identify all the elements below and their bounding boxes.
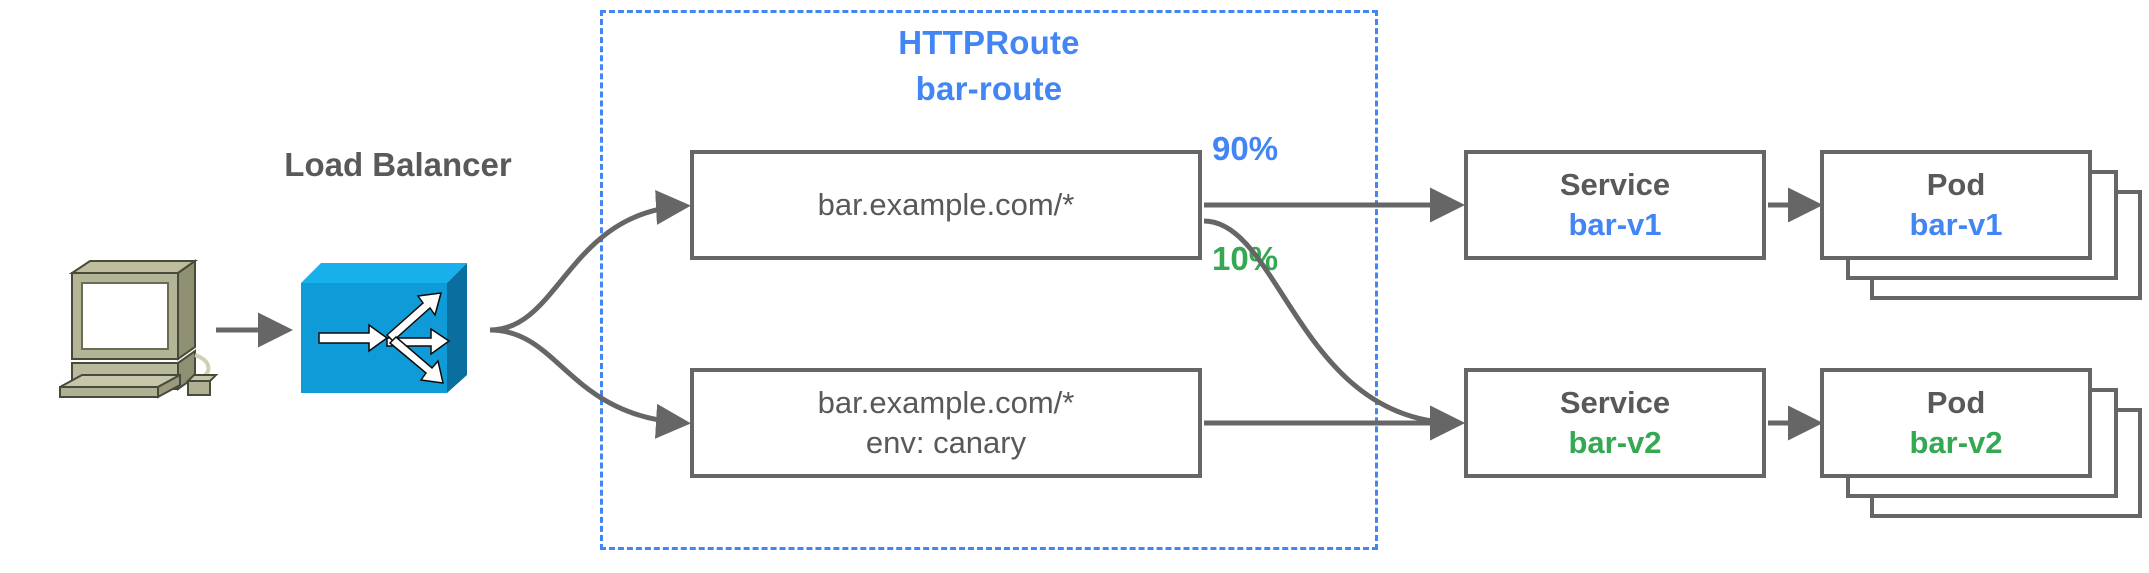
httproute-kind-label: HTTPRoute: [898, 24, 1080, 61]
pod-box-bar-v2[interactable]: Pod bar-v2: [1820, 368, 2092, 478]
pod-kind-label-v1: Pod: [1926, 167, 1986, 202]
service-name-label-v2: bar-v2: [1568, 425, 1662, 460]
service-kind-label-v1: Service: [1559, 167, 1671, 202]
route-rule-box-primary[interactable]: bar.example.com/*: [690, 150, 1202, 260]
route-rule-canary-line2: env: canary: [865, 425, 1027, 460]
httproute-title: HTTPRoute bar-route: [600, 20, 1378, 112]
weight-label-canary: 10%: [1212, 240, 1279, 277]
service-kind-label-v2: Service: [1559, 385, 1671, 420]
computer-icon: [40, 255, 220, 405]
pod-name-label-v1: bar-v1: [1909, 207, 2003, 242]
pod-stack-bar-v1[interactable]: Pod bar-v1: [1820, 150, 2149, 300]
pod-box-bar-v1[interactable]: Pod bar-v1: [1820, 150, 2092, 260]
weight-label-primary: 90%: [1212, 130, 1279, 167]
load-balancer-switch-icon: [295, 255, 485, 405]
route-rule-canary-line1: bar.example.com/*: [817, 385, 1075, 420]
service-name-label-v1: bar-v1: [1568, 207, 1662, 242]
pod-stack-bar-v2[interactable]: Pod bar-v2: [1820, 368, 2149, 518]
route-rule-primary-line1: bar.example.com/*: [817, 187, 1075, 222]
service-box-bar-v1[interactable]: Service bar-v1: [1464, 150, 1766, 260]
route-rule-box-canary[interactable]: bar.example.com/* env: canary: [690, 368, 1202, 478]
httproute-name-label: bar-route: [915, 70, 1063, 107]
pod-kind-label-v2: Pod: [1926, 385, 1986, 420]
load-balancer-label: Load Balancer: [284, 146, 512, 183]
pod-name-label-v2: bar-v2: [1909, 425, 2003, 460]
service-box-bar-v2[interactable]: Service bar-v2: [1464, 368, 1766, 478]
